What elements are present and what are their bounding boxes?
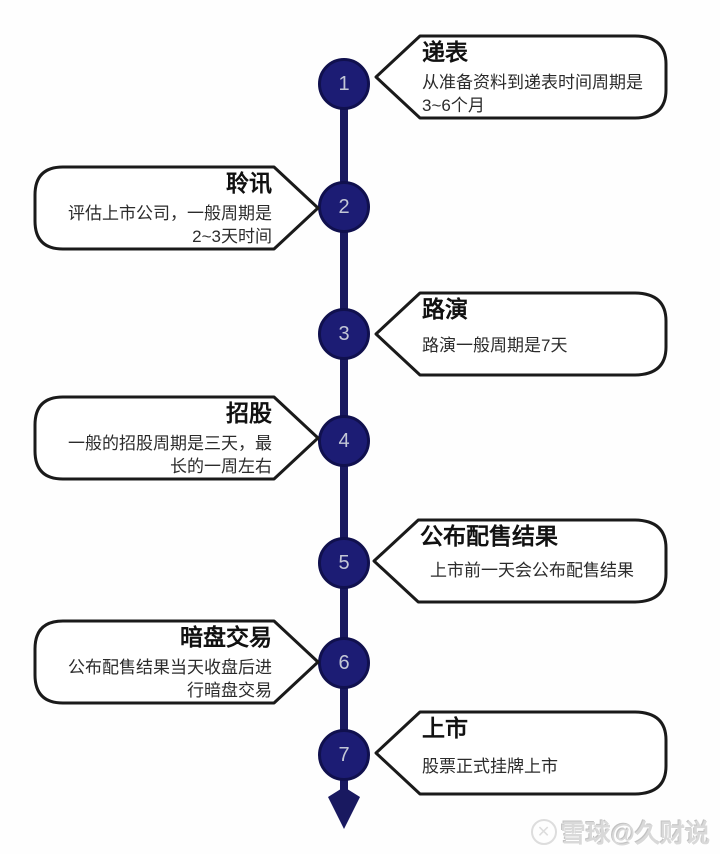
step-circle-3: 3 bbox=[318, 308, 370, 360]
step-bubble-5: 公布配售结果 上市前一天会公布配售结果 bbox=[372, 517, 668, 605]
step-circle-5: 5 bbox=[318, 537, 370, 589]
watermark-text: 雪球@久财说 bbox=[560, 820, 710, 848]
step-description: 股票正式挂牌上市 bbox=[422, 756, 558, 776]
watermark-logo-icon: ✕ bbox=[530, 819, 557, 845]
bubble-shape bbox=[374, 34, 668, 120]
step-circle-1: 1 bbox=[318, 58, 370, 110]
bubble-shape bbox=[33, 619, 320, 705]
bubble-shape bbox=[33, 395, 320, 481]
bubble-shape bbox=[33, 165, 320, 251]
step-bubble-6: 暗盘交易 公布配售结果当天收盘后进行暗盘交易 bbox=[33, 618, 320, 706]
step-bubble-4: 招股 一般的招股周期是三天，最长的一周左右 bbox=[33, 394, 320, 482]
bubble-shape bbox=[374, 710, 668, 796]
step-circle-4: 4 bbox=[318, 415, 370, 467]
step-bubble-1: 递表 从准备资料到递表时间周期是3~6个月 bbox=[374, 33, 668, 121]
step-description: 公布配售结果当天收盘后进行暗盘交易 bbox=[68, 657, 272, 700]
watermark: ✕ 雪球@久财说 bbox=[530, 814, 710, 850]
step-description: 一般的招股周期是三天，最长的一周左右 bbox=[68, 433, 272, 476]
step-number: 7 bbox=[338, 744, 350, 766]
step-description: 路演一般周期是7天 bbox=[422, 335, 568, 355]
step-number: 1 bbox=[338, 73, 350, 95]
arrow-down-icon bbox=[328, 787, 360, 829]
bubble-shape bbox=[374, 291, 668, 377]
step-circle-6: 6 bbox=[318, 637, 370, 689]
step-description: 评估上市公司，一般周期是2~3天时间 bbox=[68, 203, 272, 246]
step-number: 6 bbox=[338, 652, 350, 674]
step-title: 暗盘交易 bbox=[180, 624, 272, 650]
step-circle-2: 2 bbox=[318, 181, 370, 233]
step-bubble-2: 聆讯 评估上市公司，一般周期是2~3天时间 bbox=[33, 164, 320, 252]
step-title: 路演 bbox=[422, 296, 468, 322]
bubble-shape bbox=[372, 518, 668, 604]
step-title: 递表 bbox=[422, 39, 468, 65]
step-title: 上市 bbox=[422, 715, 468, 741]
step-bubble-3: 路演 路演一般周期是7天 bbox=[374, 290, 668, 378]
step-description: 上市前一天会公布配售结果 bbox=[430, 560, 634, 580]
step-title: 公布配售结果 bbox=[420, 523, 558, 549]
step-description: 从准备资料到递表时间周期是3~6个月 bbox=[422, 72, 643, 115]
step-number: 3 bbox=[338, 323, 350, 345]
step-title: 招股 bbox=[226, 400, 272, 426]
step-number: 4 bbox=[338, 430, 350, 452]
step-number: 5 bbox=[338, 552, 350, 574]
step-circle-7: 7 bbox=[318, 729, 370, 781]
step-title: 聆讯 bbox=[226, 170, 272, 196]
step-bubble-7: 上市 股票正式挂牌上市 bbox=[374, 709, 668, 797]
step-number: 2 bbox=[338, 196, 350, 218]
